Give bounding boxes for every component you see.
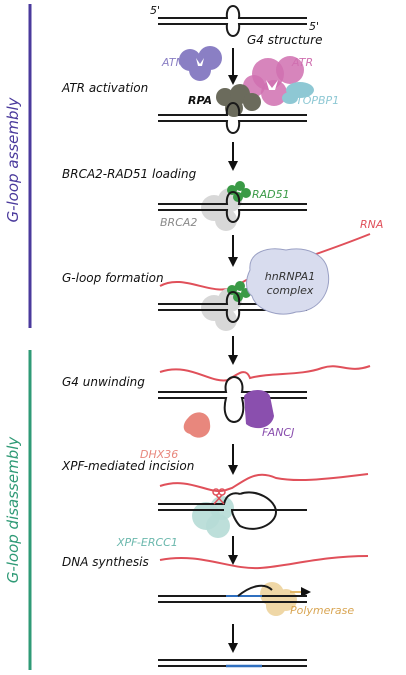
synthesis-duplex bbox=[158, 584, 307, 603]
rna-label: RNA bbox=[360, 218, 383, 231]
step-g-loop-formation: G-loop formation bbox=[62, 271, 164, 285]
rpa-label: RPA bbox=[188, 94, 212, 107]
step-g4-unwinding: G4 unwinding bbox=[62, 375, 145, 389]
step-brca2-rad51-loading: BRCA2-RAD51 loading bbox=[62, 167, 197, 181]
rna-strand-3 bbox=[159, 473, 369, 493]
rad51-label: RAD51 bbox=[252, 188, 290, 201]
gloop-duplex bbox=[158, 291, 307, 323]
five-prime-label-right: 5' bbox=[309, 20, 319, 33]
polymerase-label: Polymerase bbox=[290, 604, 354, 617]
step-xpf-mediated-incision: XPF-mediated incision bbox=[61, 459, 194, 473]
hnrnpa1-label-line2: complex bbox=[267, 284, 314, 297]
step-g4-structure: G4 structure bbox=[247, 33, 322, 47]
hnrnpa1-complex bbox=[246, 248, 330, 315]
rad51-filament-2 bbox=[227, 281, 251, 302]
scissors-icon bbox=[212, 488, 226, 505]
dhx36-protein bbox=[183, 412, 211, 438]
topbp1-label: TOPBP1 bbox=[296, 94, 339, 107]
rpa-protein bbox=[216, 84, 261, 117]
hnrnpa1-label-line1: hnRNPA1 bbox=[265, 270, 315, 283]
fancj-protein bbox=[244, 390, 274, 429]
rna-strand-2 bbox=[159, 365, 371, 382]
disassembly-phase-label: G-loop disassembly bbox=[4, 436, 22, 584]
incision-duplex bbox=[158, 491, 307, 530]
brca2-protein bbox=[201, 188, 242, 231]
repaired-duplex bbox=[158, 659, 307, 668]
g4-duplex bbox=[158, 5, 307, 37]
polymerase-protein bbox=[260, 582, 297, 616]
five-prime-label-left: 5' bbox=[150, 4, 160, 17]
atm-label: ATM bbox=[161, 56, 185, 69]
brca2-duplex bbox=[158, 191, 307, 223]
atm-protein bbox=[179, 46, 222, 81]
atr-label: ATR bbox=[291, 56, 313, 69]
step-atr-activation: ATR activation bbox=[61, 81, 148, 95]
brca2-label: BRCA2 bbox=[160, 216, 197, 229]
assembly-phase-label: G-loop assembly bbox=[4, 96, 22, 222]
xpf-ercc1-protein bbox=[192, 496, 234, 538]
topbp1-protein bbox=[282, 82, 314, 104]
step-dna-synthesis: DNA synthesis bbox=[62, 555, 149, 569]
unwinding-duplex bbox=[158, 376, 307, 423]
rna-strand-4 bbox=[159, 555, 369, 570]
atr-duplex bbox=[158, 102, 307, 134]
dhx36-label: DHX36 bbox=[140, 448, 178, 461]
xpf-ercc1-label: XPF-ERCC1 bbox=[116, 536, 178, 549]
fancj-label: FANCJ bbox=[262, 426, 294, 439]
